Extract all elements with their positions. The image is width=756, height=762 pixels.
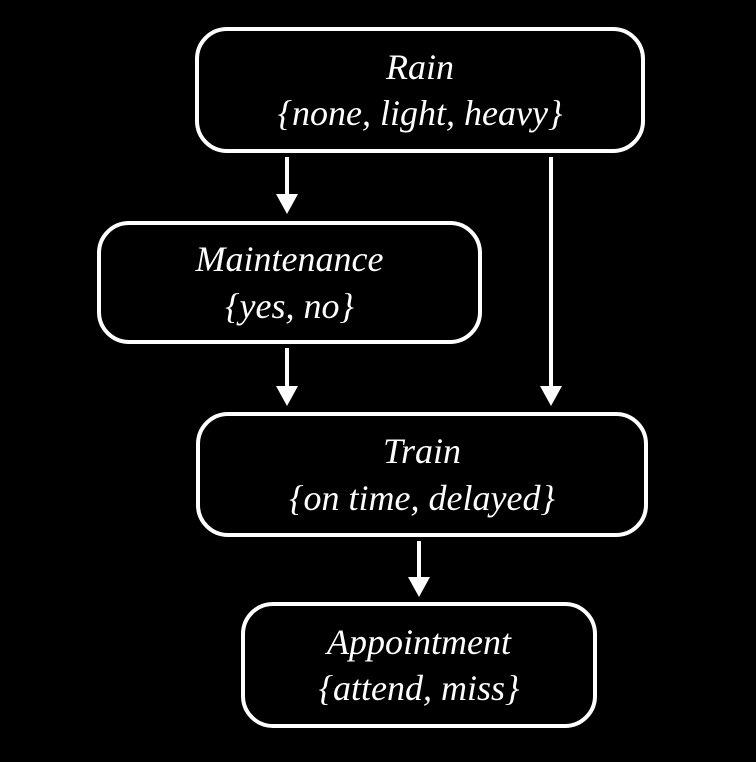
node-train-title: Train	[382, 431, 462, 472]
node-train-states: {on time, delayed}	[289, 477, 555, 518]
node-rain-title: Rain	[386, 46, 454, 87]
node-appointment-title: Appointment	[327, 621, 511, 662]
node-rain: Rain {none, light, heavy}	[195, 27, 645, 153]
arrow-rain-to-train	[540, 157, 562, 406]
node-maintenance-title: Maintenance	[195, 239, 384, 280]
node-appointment-states: {attend, miss}	[318, 668, 520, 708]
node-rain-states: {none, light, heavy}	[277, 93, 563, 133]
node-maintenance: Maintenance {yes, no}	[97, 221, 482, 344]
arrow-rain-to-maintenance	[276, 157, 298, 214]
arrow-maintenance-to-train	[276, 348, 298, 406]
arrow-train-to-appointment	[408, 541, 430, 597]
node-train: Train {on time, delayed}	[196, 412, 648, 537]
node-appointment: Appointment {attend, miss}	[241, 602, 597, 728]
node-maintenance-states: {yes, no}	[225, 285, 354, 326]
